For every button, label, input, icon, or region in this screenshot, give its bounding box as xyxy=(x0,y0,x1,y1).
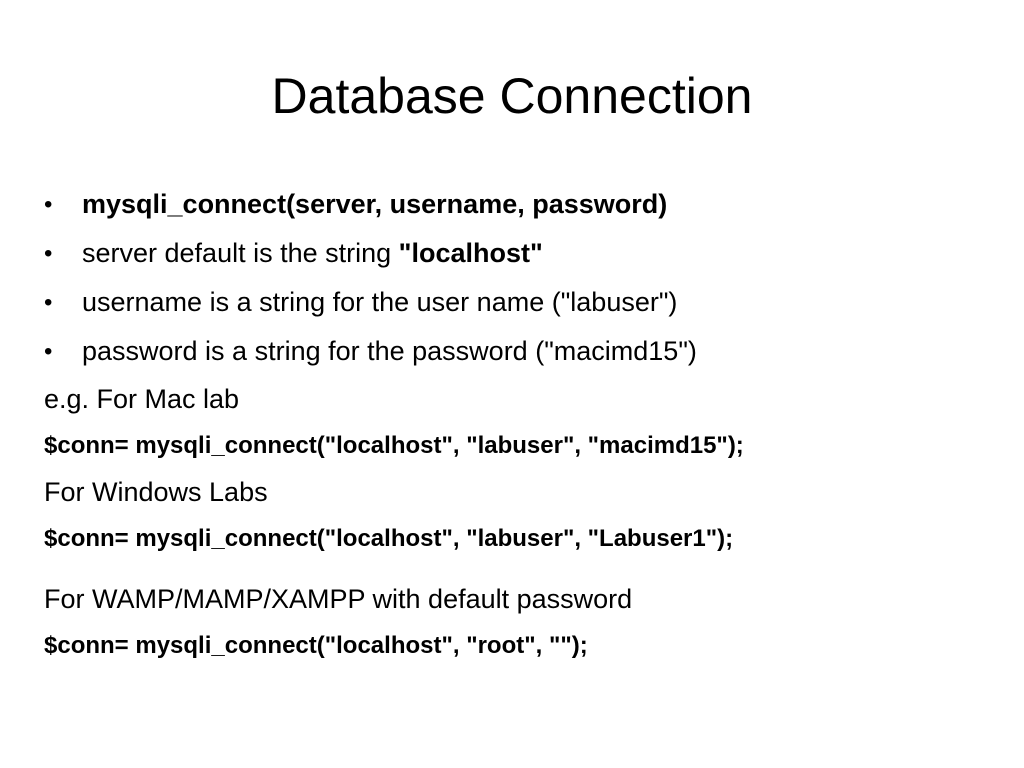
mac-lab-label: e.g. For Mac lab xyxy=(44,384,240,414)
wamp-code: $conn= mysqli_connect("localhost", "root… xyxy=(44,632,588,659)
bullet-text: password is a string for the password ("… xyxy=(82,336,697,366)
slide-body: • mysqli_connect(server, username, passw… xyxy=(44,180,1004,669)
bullet-text: server default is the string xyxy=(82,238,399,268)
bullet-item-username: • username is a string for the user name… xyxy=(44,278,1004,327)
bullet-text: username is a string for the user name (… xyxy=(82,287,678,317)
windows-lab-code: $conn= mysqli_connect("localhost", "labu… xyxy=(44,525,734,552)
wamp-label: For WAMP/MAMP/XAMPP with default passwor… xyxy=(44,584,633,614)
slide-title: Database Connection xyxy=(271,68,753,124)
bullet-emphasis: "localhost" xyxy=(398,238,543,268)
bullet-item-password: • password is a string for the password … xyxy=(44,327,1004,376)
spacer xyxy=(44,562,1004,576)
bullet-list: • mysqli_connect(server, username, passw… xyxy=(44,180,1004,376)
bullet-item-mysqli-connect: • mysqli_connect(server, username, passw… xyxy=(44,180,1004,229)
bullet-icon: • xyxy=(44,338,53,365)
mac-lab-code: $conn= mysqli_connect("localhost", "labu… xyxy=(44,432,744,459)
bullet-item-server: • server default is the string "localhos… xyxy=(44,229,1004,278)
bullet-icon: • xyxy=(44,240,53,267)
bullet-text: mysqli_connect(server, username, passwor… xyxy=(82,189,668,219)
bullet-icon: • xyxy=(44,191,53,218)
bullet-icon: • xyxy=(44,289,53,316)
windows-lab-label: For Windows Labs xyxy=(44,477,268,507)
